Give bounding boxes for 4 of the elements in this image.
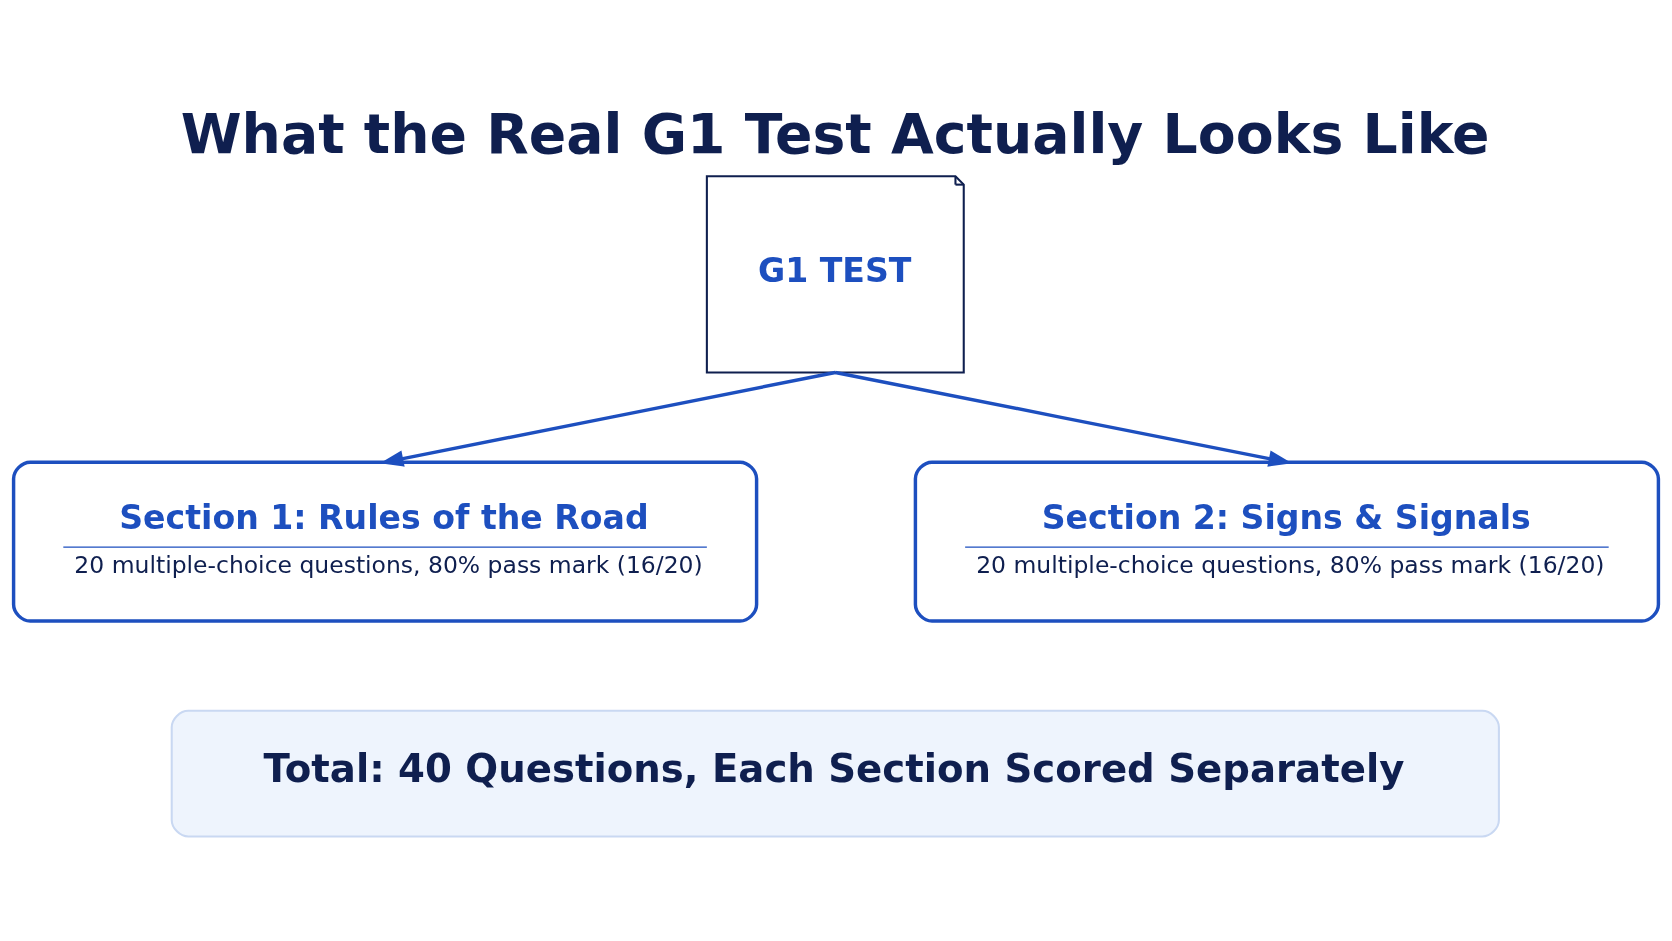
node-box: Total: 40 Questions, Each Section Scored Separately <box>170 709 1500 838</box>
node-box: Section 1: Rules of the Road 20 multiple-choice questions, 80% pass mark (16/20) <box>11 460 759 623</box>
node-box: Section 2: Signs & Signals 20 multiple-choice questions, 80% pass mark (16/20) <box>913 460 1661 623</box>
diagram-title: What the Real G1 Test Actually Looks Like <box>180 101 1490 166</box>
